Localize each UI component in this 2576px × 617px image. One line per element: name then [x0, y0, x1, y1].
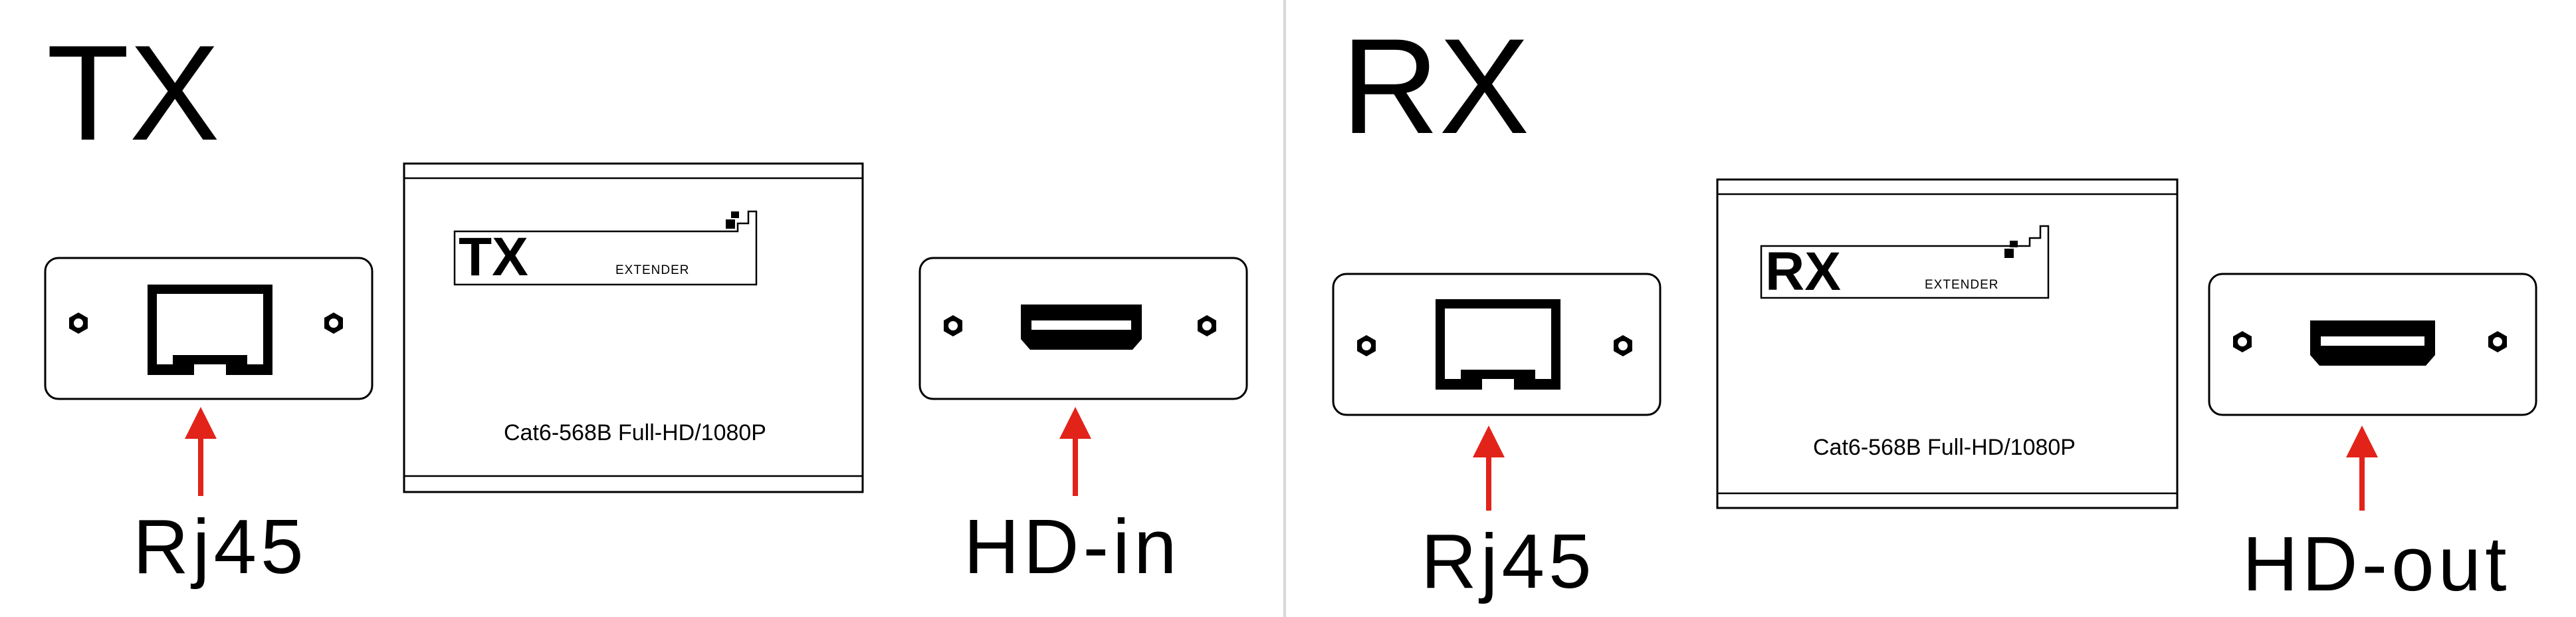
rx-rj45-label: Rj45 — [1421, 518, 1596, 604]
hdmi-socket-icon — [2310, 320, 2435, 366]
tx-extender-body: TX EXTENDER Cat6-568B Full-HD/1080P — [403, 162, 864, 493]
tx-rj45-label: Rj45 — [133, 503, 308, 590]
tx-panel: TX — [44, 17, 1248, 590]
screw-icon — [1357, 335, 1376, 356]
tx-hdmi-port-plate — [918, 257, 1248, 400]
tx-rj45-port-plate — [44, 257, 374, 400]
rx-panel: RX — [1332, 11, 2537, 607]
rx-extender-body: RX EXTENDER Cat6-568B Full-HD/1080P — [1716, 178, 2179, 509]
rx-logo-sub: EXTENDER — [1925, 278, 1998, 292]
screw-icon — [324, 312, 343, 334]
rx-rj45-arrow — [1473, 426, 1505, 511]
tx-title: TX — [47, 17, 220, 169]
screw-icon — [944, 315, 962, 336]
rx-logo-text: RX — [1765, 241, 1841, 302]
rj45-socket-icon — [148, 285, 272, 375]
rx-title: RX — [1341, 11, 1529, 162]
screw-icon — [2488, 331, 2507, 352]
tx-logo-sub: EXTENDER — [615, 263, 689, 277]
screw-icon — [2233, 331, 2252, 352]
tx-hdmi-in-label: HD-in — [964, 503, 1180, 590]
screw-icon — [1614, 335, 1632, 356]
rj45-socket-icon — [1436, 299, 1560, 390]
tx-logo: TX EXTENDER — [453, 210, 758, 287]
rx-hdmi-port-plate — [2208, 273, 2537, 416]
hdmi-socket-icon — [1021, 305, 1142, 350]
rx-rj45-port-plate — [1332, 273, 1662, 416]
rx-spec-text: Cat6-568B Full-HD/1080P — [1813, 435, 2076, 460]
rx-hdmi-arrow — [2346, 426, 2378, 511]
tx-hdmi-arrow — [1059, 407, 1091, 496]
screw-icon — [69, 312, 88, 334]
rx-logo: RX EXTENDER — [1760, 225, 2050, 302]
tx-spec-text: Cat6-568B Full-HD/1080P — [504, 420, 766, 445]
tx-rj45-arrow — [185, 407, 217, 496]
rx-hdmi-out-label: HD-out — [2242, 521, 2510, 607]
screw-icon — [1198, 315, 1216, 336]
tx-logo-text: TX — [459, 227, 528, 287]
